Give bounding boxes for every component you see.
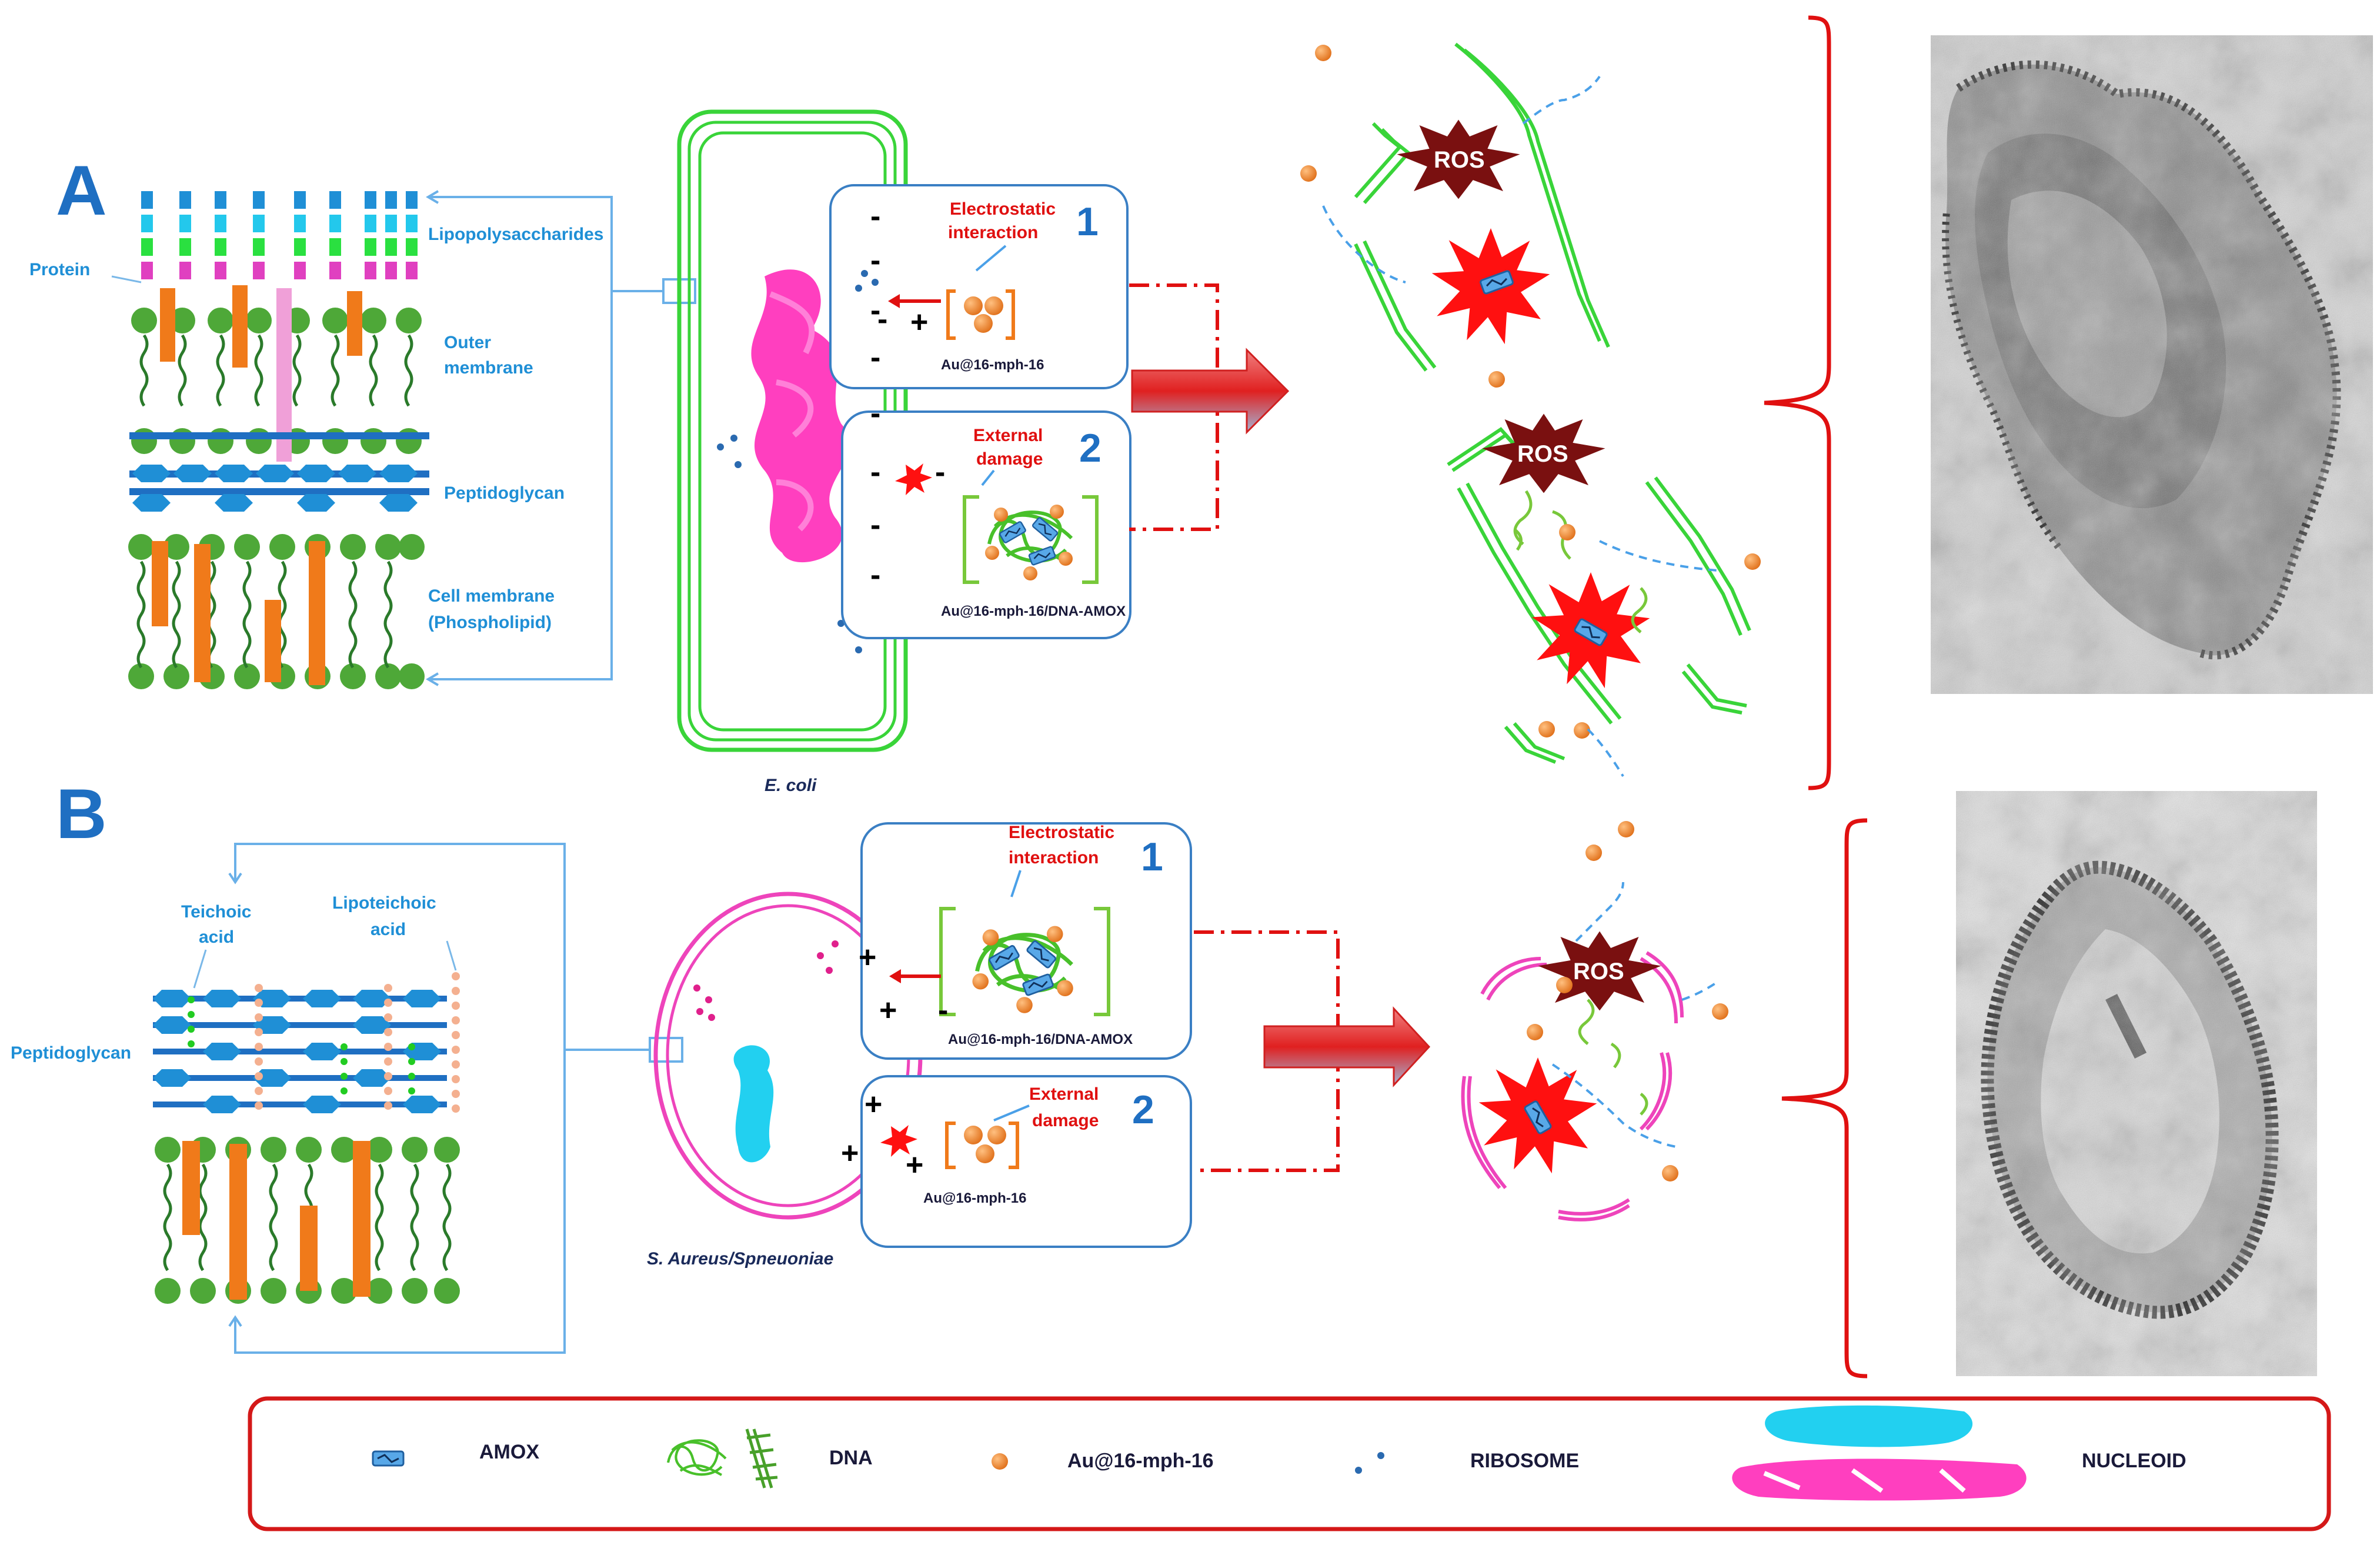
a2-number: 2 (1079, 426, 1101, 470)
label-peptidoglycan-a: Peptidoglycan (444, 483, 565, 503)
svg-text:+: + (910, 305, 928, 339)
svg-text:+: + (864, 1087, 882, 1122)
legend-dna: DNA (829, 1447, 873, 1469)
svg-text:-: - (870, 558, 880, 592)
legend-amox: AMOX (479, 1441, 539, 1463)
b1-number: 1 (1141, 835, 1163, 879)
tem-micrograph-b (1956, 791, 2317, 1376)
b2-title-2: damage (1032, 1111, 1099, 1130)
legend-au: Au@16-mph-16 (1067, 1450, 1214, 1472)
svg-text:+: + (906, 1148, 923, 1182)
svg-text:-: - (870, 199, 880, 233)
nucleoid-cyan (733, 1045, 774, 1163)
gold-nanoparticle-icon (992, 1453, 1008, 1470)
label-cell-membrane-2: (Phospholipid) (428, 613, 552, 632)
ros-label-2: ROS (1517, 441, 1568, 467)
connector-b (1194, 930, 1431, 1172)
panel-b-box-2: External damage 2 Au@16-mph-16 +++ (841, 1075, 1192, 1248)
nucleoid-icon (1732, 1405, 2027, 1501)
ros-label-1: ROS (1434, 147, 1485, 173)
ros-group-b: ROS (1478, 821, 1728, 1181)
legend-ribosome: RIBOSOME (1470, 1450, 1579, 1472)
connector-a (1129, 283, 1290, 531)
svg-text:-: - (870, 341, 880, 375)
svg-text:-: - (870, 455, 880, 489)
brace-a (1764, 15, 1831, 790)
b2-title-1: External (1029, 1084, 1099, 1104)
label-teichoic-2: acid (199, 927, 234, 947)
a2-caption: Au@16-mph-16/DNA-AMOX (941, 603, 1126, 619)
gram-positive-wall (153, 972, 460, 1304)
label-peptidoglycan-b: Peptidoglycan (11, 1043, 131, 1063)
panel-b-letter: B (56, 775, 107, 853)
svg-text:+: + (859, 940, 876, 974)
b2-number: 2 (1132, 1087, 1154, 1132)
a2-title-2: damage (976, 449, 1043, 469)
zoom-bracket-a (426, 190, 696, 686)
lipopolysaccharide-layer (141, 191, 418, 279)
arrow-right-icon-b (1263, 1006, 1431, 1087)
dna-helix-icon (745, 1428, 778, 1488)
svg-text:-: - (870, 396, 880, 430)
label-outer-1: Outer (444, 333, 491, 352)
legend-nucleoid: NUCLEOID (2082, 1450, 2187, 1472)
lysed-saureus (1461, 951, 1684, 1221)
svg-text:+: + (841, 1136, 859, 1170)
svg-text:-: - (870, 293, 880, 328)
a1-caption: Au@16-mph-16 (941, 357, 1044, 373)
a1-title-1: Electrostatic (950, 199, 1056, 219)
svg-text:-: - (870, 508, 880, 542)
peptidoglycan-layer (129, 432, 429, 512)
svg-text:+: + (879, 993, 897, 1027)
brace-b (1781, 818, 1868, 1379)
ribosome-icon (1355, 1452, 1384, 1474)
label-outer-2: membrane (444, 358, 533, 378)
label-lipoteichoic-1: Lipoteichoic (332, 893, 436, 913)
b1-caption: Au@16-mph-16/DNA-AMOX (948, 1032, 1133, 1047)
tem-micrograph-a (1931, 35, 2373, 694)
ros-label-3: ROS (1573, 959, 1624, 984)
saureus-label: S. Aureus/Spneuoniae (647, 1249, 833, 1269)
protein-pointer (111, 275, 142, 283)
b1-title-2: interaction (1009, 848, 1099, 867)
a1-number: 1 (1076, 199, 1099, 244)
label-lipoteichoic-2: acid (370, 920, 406, 939)
label-protein: Protein (29, 260, 90, 279)
b1-title-1: Electrostatic (1009, 823, 1114, 842)
label-lipopolysaccharides: Lipopolysaccharides (428, 225, 603, 244)
lysed-ecoli (1354, 42, 1751, 764)
label-teichoic-1: Teichoic (181, 902, 251, 922)
panel-a-letter: A (56, 151, 107, 230)
nucleoid-pink (751, 269, 850, 563)
ros-group-a: ROS ROS (1300, 45, 1761, 777)
panel-a-box-2: External damage 2 Au@16-mph-16/DNA-AMOX … (841, 396, 1131, 639)
cell-membrane (128, 534, 425, 689)
ecoli-label: E. coli (765, 776, 817, 795)
svg-text:-: - (938, 993, 948, 1027)
svg-text:-: - (935, 455, 945, 489)
panel-b-box-1: Electrostatic interaction 1 Au@16-mph-16… (859, 822, 1192, 1060)
svg-text:-: - (870, 243, 880, 278)
arrow-right-icon-a (1131, 348, 1290, 435)
legend: AMOX DNA Au@16-mph-16 RIBOSOME NUCLEOID (248, 1396, 2331, 1531)
label-cell-membrane-1: Cell membrane (428, 586, 555, 606)
amox-capsule-icon (372, 1450, 405, 1467)
ecoli-cell: E. coli (677, 109, 908, 795)
panel-a-box-1: Electrostatic interaction 1 Au@16-mph-16… (829, 184, 1129, 389)
b2-caption: Au@16-mph-16 (923, 1190, 1026, 1206)
zoom-bracket-b (228, 843, 683, 1354)
a2-title-1: External (973, 426, 1043, 445)
svg-text:-: - (877, 302, 887, 336)
a1-title-2: interaction (948, 223, 1038, 242)
